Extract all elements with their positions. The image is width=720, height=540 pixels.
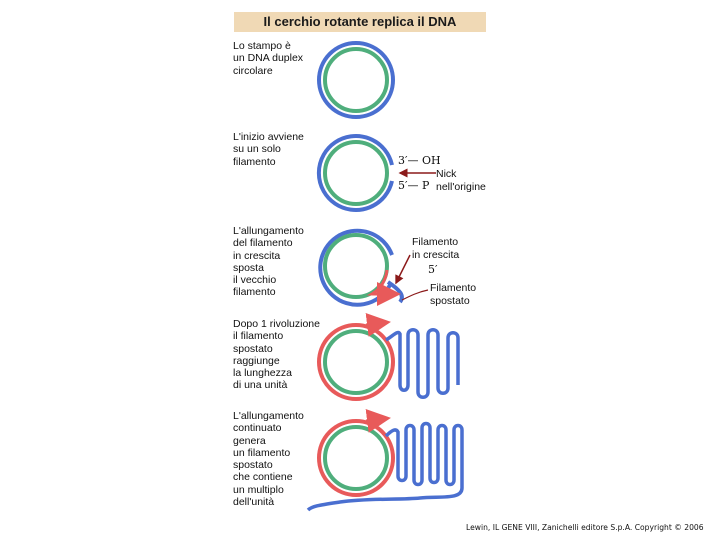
displaced-strand-label: Filamento bbox=[430, 282, 476, 294]
step-3-line: in crescita bbox=[233, 249, 281, 262]
step-3-circle: Filamento in crescita 5′ Filamento spost… bbox=[318, 228, 476, 307]
step-1-label: Lo stampo è un DNA duplex circolare bbox=[233, 40, 333, 77]
displaced-unit-strand bbox=[385, 328, 460, 399]
copyright-credit: Lewin, IL GENE VIII, Zanichelli editore … bbox=[466, 523, 704, 532]
outer-strand-nicked bbox=[316, 134, 394, 212]
step-2-line: su un solo bbox=[233, 143, 281, 156]
step-5-line: spostato bbox=[233, 459, 273, 472]
outer-strand bbox=[317, 41, 395, 119]
step-2-circle: 3′— OH 5′— P Nick nell'origine bbox=[316, 134, 486, 212]
step-1-circle bbox=[317, 41, 395, 119]
step-5-line: continuato bbox=[233, 422, 282, 435]
growing-strand-label-2: in crescita bbox=[412, 249, 459, 261]
step-5-line: genera bbox=[233, 434, 266, 447]
step-3-line: filamento bbox=[233, 286, 276, 299]
step-1-line: circolare bbox=[233, 64, 273, 77]
step-1-line: un DNA duplex bbox=[233, 52, 304, 65]
inner-strand bbox=[323, 425, 389, 491]
step-5-line: L'allungamento bbox=[233, 410, 304, 422]
step-5-circle bbox=[306, 408, 464, 512]
displaced-pointer bbox=[401, 289, 429, 301]
step-4-line: la lunghezza bbox=[233, 367, 292, 380]
inner-strand bbox=[323, 233, 389, 299]
nick-label-2: nell'origine bbox=[436, 181, 486, 193]
growing-strand bbox=[366, 269, 401, 306]
growing-pointer bbox=[395, 254, 411, 285]
step-5-line: che contiene bbox=[233, 471, 293, 484]
step-3-line: del filamento bbox=[233, 237, 293, 250]
step-2-line: filamento bbox=[233, 155, 276, 168]
step-4-line: il filamento bbox=[233, 330, 284, 343]
diagram-title: Il cerchio rotante replica il DNA bbox=[263, 14, 457, 29]
inner-strand bbox=[323, 329, 389, 395]
step-2-label: L'inizio avviene su un solo filamento bbox=[233, 131, 333, 168]
step-3-line: sposta bbox=[233, 261, 264, 274]
step-4-circle bbox=[317, 312, 460, 401]
displaced-strand-end bbox=[386, 280, 404, 304]
step-3-line: il vecchio bbox=[233, 274, 277, 287]
title-bar: Il cerchio rotante replica il DNA bbox=[234, 12, 486, 32]
step-4-line: Dopo 1 rivoluzione bbox=[233, 318, 320, 330]
step-5-line: un filamento bbox=[233, 446, 291, 459]
step-4-line: spostato bbox=[233, 342, 273, 355]
red-arrowhead bbox=[365, 312, 391, 337]
displaced-strand-label-2: spostato bbox=[430, 295, 470, 307]
step-5-label: L'allungamento continuato genera un fila… bbox=[233, 410, 333, 508]
growing-strand-label: Filamento bbox=[412, 236, 458, 248]
outer-red-strand bbox=[317, 323, 395, 401]
step-5-line: un multiplo bbox=[233, 483, 284, 496]
red-arrowhead bbox=[365, 408, 391, 433]
step-4-line: raggiunge bbox=[233, 354, 280, 367]
p-end-label: 5′— P bbox=[398, 179, 430, 192]
nick-label: Nick bbox=[436, 168, 457, 180]
inner-strand bbox=[323, 140, 389, 206]
step-1-line: Lo stampo è bbox=[233, 40, 291, 52]
outer-red-strand bbox=[317, 419, 395, 497]
inner-strand bbox=[323, 47, 389, 113]
oh-end-label: 3′— OH bbox=[398, 154, 441, 167]
step-3-line: L'allungamento bbox=[233, 225, 304, 237]
step-4-label: Dopo 1 rivoluzione il filamento spostato… bbox=[233, 318, 333, 392]
displaced-multiple-unit-strand bbox=[306, 421, 464, 512]
step-5-line: dell'unità bbox=[233, 496, 275, 509]
step-3-label: L'allungamento del filamento in crescita… bbox=[233, 225, 333, 299]
outer-strand bbox=[318, 228, 394, 307]
step-2-line: L'inizio avviene bbox=[233, 131, 304, 143]
step-4-line: di una unità bbox=[233, 379, 288, 392]
five-prime-label: 5′ bbox=[428, 263, 438, 276]
